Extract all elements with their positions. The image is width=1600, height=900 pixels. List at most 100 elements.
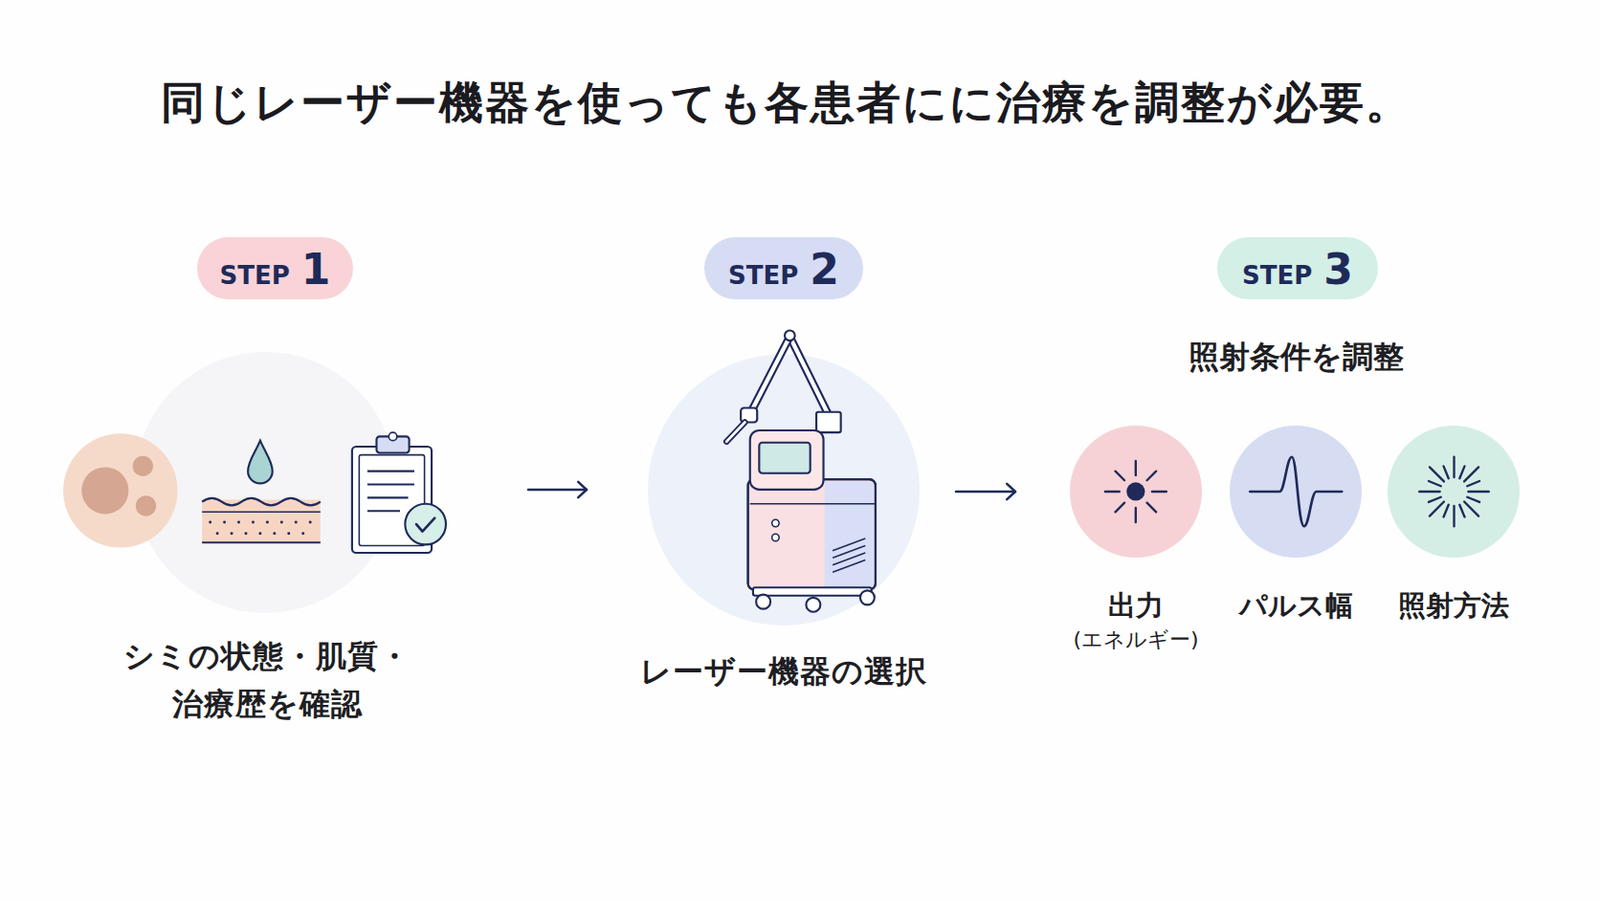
step1-illustration-part: [201, 500, 321, 544]
step-number: 3: [1323, 244, 1354, 294]
laser-machine-part: [860, 590, 875, 605]
burst-icon-part: [1459, 505, 1465, 518]
burst-icon-part: [1466, 481, 1480, 487]
node-label: 照射方法: [1357, 587, 1550, 624]
node-label: レーザー機器の選択: [592, 650, 976, 693]
burst-icon-part: [1467, 490, 1489, 493]
step1-illustration-part: [81, 466, 129, 514]
burst-icon-part: [1466, 497, 1480, 503]
step1-illustration-part: [404, 504, 446, 546]
step-number: 1: [301, 244, 332, 294]
parameter-circle: 出力(エネルギー): [1069, 425, 1202, 558]
energy-icon-part: [1152, 490, 1167, 493]
parameter-circle: 照射方法: [1387, 425, 1520, 558]
arrow-head: [577, 482, 587, 498]
step1-illustration-part-part: [208, 520, 212, 524]
laser-machine-part: [726, 422, 745, 442]
step1-illustration-part-part: [266, 520, 269, 524]
burst-icon-part: [1452, 506, 1455, 527]
step1-illustration-part-part: [287, 532, 290, 535]
energy-icon-part: [1126, 482, 1145, 501]
laser-machine-part: [750, 503, 876, 506]
laser-machine-part: [784, 330, 796, 341]
node-label: パルス幅: [1200, 587, 1392, 624]
step-panel: シミの状態・肌質・治療歴を確認: [63, 352, 449, 613]
step1-illustration-part-part: [301, 532, 305, 535]
step1-illustration-part: [388, 432, 398, 442]
laser-machine-part: [748, 479, 876, 590]
energy-icon-part: [1114, 471, 1125, 482]
step-heading: 照射条件を調整: [1104, 334, 1488, 379]
step1-illustration-part: [201, 511, 321, 513]
laser-machine: [726, 330, 876, 612]
step-word: STEP: [220, 261, 290, 290]
circle-shape: [1069, 425, 1202, 558]
step-circle: レーザー機器の選択: [647, 354, 920, 626]
flow-arrow: [528, 482, 587, 498]
step1-illustration-part-part: [309, 520, 312, 524]
burst-icon: [1419, 457, 1489, 528]
step1-illustration-part: [367, 470, 415, 473]
node-label: 出力: [1040, 587, 1232, 624]
pulse-icon-part: [1249, 457, 1342, 528]
burst-icon-part: [1444, 466, 1449, 479]
arrow-line: [955, 490, 1016, 494]
step-badge: STEP 3: [1217, 237, 1378, 300]
burst-icon-part: [1428, 497, 1442, 503]
node-label-group: 照射方法: [1357, 587, 1550, 624]
burst-icon-part: [1444, 505, 1449, 518]
laser-machine-part: [751, 336, 791, 413]
laser-machine-part: [789, 336, 829, 416]
step1-illustration-part: [367, 496, 409, 499]
step-number: 2: [809, 244, 840, 294]
energy-icon-part: [1134, 461, 1137, 476]
energy-icon-part: [1134, 508, 1137, 523]
laser-machine-part: [832, 545, 866, 558]
step1-illustration-part: [376, 436, 409, 453]
step1-illustration-part: [135, 495, 156, 516]
step1-illustration: [63, 352, 446, 614]
burst-icon-part: [1419, 490, 1440, 493]
burst-icon-part: [1464, 502, 1479, 517]
step1-illustration-part: [367, 483, 415, 486]
node-label-group: レーザー機器の選択: [592, 650, 976, 693]
step1-illustration-part: [367, 510, 400, 512]
energy-icon-part: [1105, 490, 1120, 493]
laser-machine-part: [751, 336, 791, 413]
step1-illustration-part: [201, 498, 321, 506]
step1-illustration-part-part: [272, 532, 276, 535]
step1-illustration-part-part: [258, 532, 262, 535]
circle-shape: [1387, 425, 1520, 558]
laser-machine-part: [726, 422, 745, 442]
step-word: STEP: [1242, 261, 1312, 290]
step1-illustration-part-part: [222, 520, 226, 524]
laser-machine-part: [832, 553, 866, 566]
flow-arrow: [955, 484, 1016, 500]
burst-icon-part: [1428, 481, 1442, 487]
step1-illustration-part: [63, 433, 178, 548]
step1-illustration-part-part: [244, 532, 247, 535]
diagram-title: 同じレーザー機器を使っても各患者にに治療を調整が必要。: [0, 76, 1572, 129]
arrow-head: [1006, 484, 1016, 500]
step1-illustration-part: [247, 441, 273, 485]
circle-fill: [1229, 425, 1362, 558]
step1-illustration-part: [201, 541, 321, 544]
node-label-group: シミの状態・肌質・治療歴を確認: [118, 632, 416, 729]
laser-machine-part: [755, 595, 771, 610]
node-label: シミの状態・肌質・治療歴を確認: [118, 632, 416, 729]
laser-machine-part: [750, 430, 824, 490]
energy-icon-part: [1114, 503, 1125, 513]
circle-fill: [1069, 425, 1202, 558]
illustrations: [63, 330, 1489, 613]
step1-illustration-part-part: [237, 520, 241, 524]
laser-machine-part: [748, 479, 876, 590]
energy-icon-part: [1147, 471, 1157, 482]
pulse-icon: [1249, 457, 1342, 528]
laser-machine-part: [832, 538, 866, 552]
step1-illustration-part: [208, 520, 312, 535]
burst-icon-part: [1459, 466, 1465, 479]
laser-machine-part: [772, 519, 779, 527]
